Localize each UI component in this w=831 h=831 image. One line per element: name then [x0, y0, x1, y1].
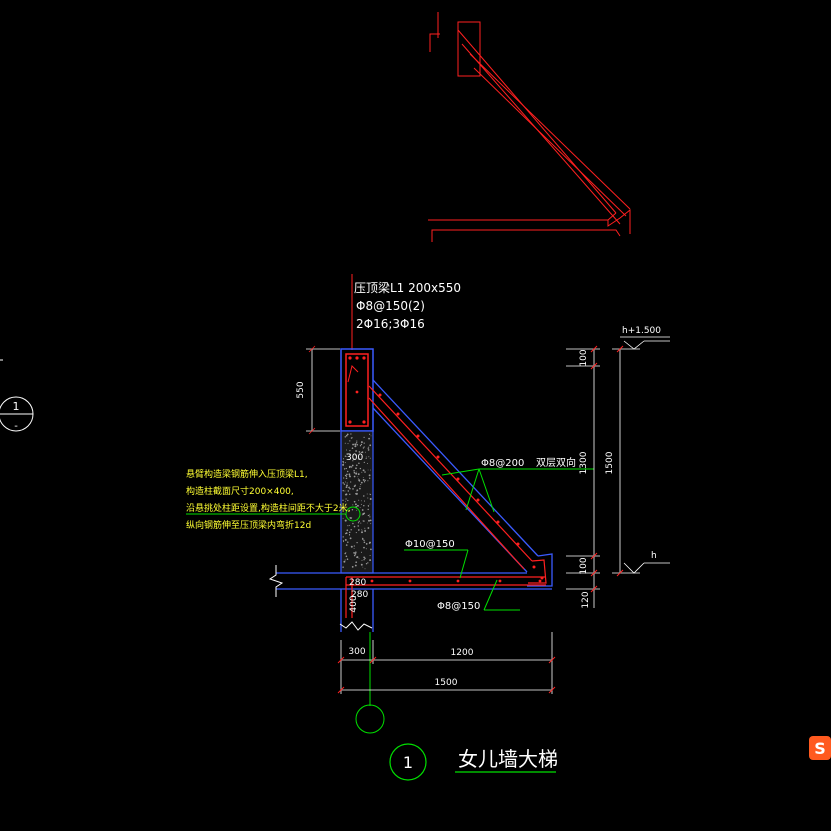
detail-title: 1 女儿墙大梯	[389, 743, 558, 781]
beam-bars	[348, 356, 366, 424]
beam-note-line3: 2Φ16;3Φ16	[356, 317, 425, 331]
beam-stirrup	[345, 353, 369, 427]
label-diagonal: Φ8@200	[481, 458, 524, 469]
dim-1500-right: 1500	[605, 451, 615, 474]
dim-300-wall: 300	[346, 453, 363, 463]
left-note-3: 沿悬挑处柱距设置,构造柱间距不大于2米,	[186, 502, 350, 514]
detail-number: 1	[403, 753, 413, 772]
slab-rebar	[345, 576, 546, 618]
left-note-2: 构造柱截面尺寸200×400,	[186, 485, 294, 497]
sogou-s-icon[interactable]: S	[809, 736, 831, 760]
dim-280b: 280	[351, 590, 368, 600]
level-top: h+1.500	[622, 326, 661, 336]
dim-300-bottom: 300	[348, 647, 365, 657]
section-marker-bottom: -	[14, 421, 18, 432]
label-diagonal-note: 双层双向	[536, 456, 576, 469]
upper-beam-box	[457, 21, 481, 77]
title-text: 女儿墙大梯	[458, 747, 558, 771]
label-slab-top: Φ10@150	[405, 539, 455, 550]
label-slab-bottom: Φ8@150	[437, 601, 480, 612]
left-note-1: 悬臂构造梁钢筋伸入压顶梁L1,	[186, 468, 308, 480]
beam-note-line1: 压顶梁L1 200x550	[354, 280, 461, 295]
dim-550: 550	[296, 381, 306, 398]
slab-break	[268, 565, 373, 631]
slab	[276, 572, 552, 632]
stirrup-hook	[347, 365, 359, 383]
section-marker-top: 1	[13, 400, 20, 413]
section-marker: 1 -	[0, 359, 34, 432]
diagonal-bar-dots	[378, 393, 544, 580]
dim-100-bottom: 100	[579, 557, 589, 574]
left-note-4: 纵向钢筋伸至压顶梁内弯折12d	[186, 519, 311, 531]
dimension-texts: 550 300 280 280 400 100 1300 100 1500 12…	[296, 326, 661, 688]
dim-1300: 1300	[579, 451, 589, 474]
dim-120: 120	[581, 591, 591, 608]
beam-note-line2: Φ8@150(2)	[356, 299, 425, 313]
dimension-ticks	[337, 345, 624, 694]
green-leaders	[186, 468, 594, 734]
dim-1200: 1200	[451, 648, 474, 658]
svg-text:S: S	[814, 739, 826, 758]
upper-stair-outline	[428, 12, 631, 242]
dim-1500-bottom: 1500	[435, 678, 458, 688]
concrete-column	[340, 430, 374, 574]
level-bottom: h	[651, 551, 657, 561]
dim-280a: 280	[349, 578, 366, 588]
rebar-labels: Φ8@200 双层双向 Φ10@150 Φ8@150	[405, 456, 576, 612]
dim-400: 400	[349, 595, 359, 612]
slab-bar-dots	[370, 579, 542, 583]
level-markers	[620, 336, 670, 574]
dim-100-top: 100	[579, 349, 589, 366]
beam-note: 压顶梁L1 200x550 Φ8@150(2) 2Φ16;3Φ16	[354, 280, 461, 331]
diagonal-strut	[372, 379, 553, 587]
left-notes: 悬臂构造梁钢筋伸入压顶梁L1, 构造柱截面尺寸200×400, 沿悬挑处柱距设置…	[186, 468, 350, 531]
diagonal-rebar	[368, 385, 547, 584]
